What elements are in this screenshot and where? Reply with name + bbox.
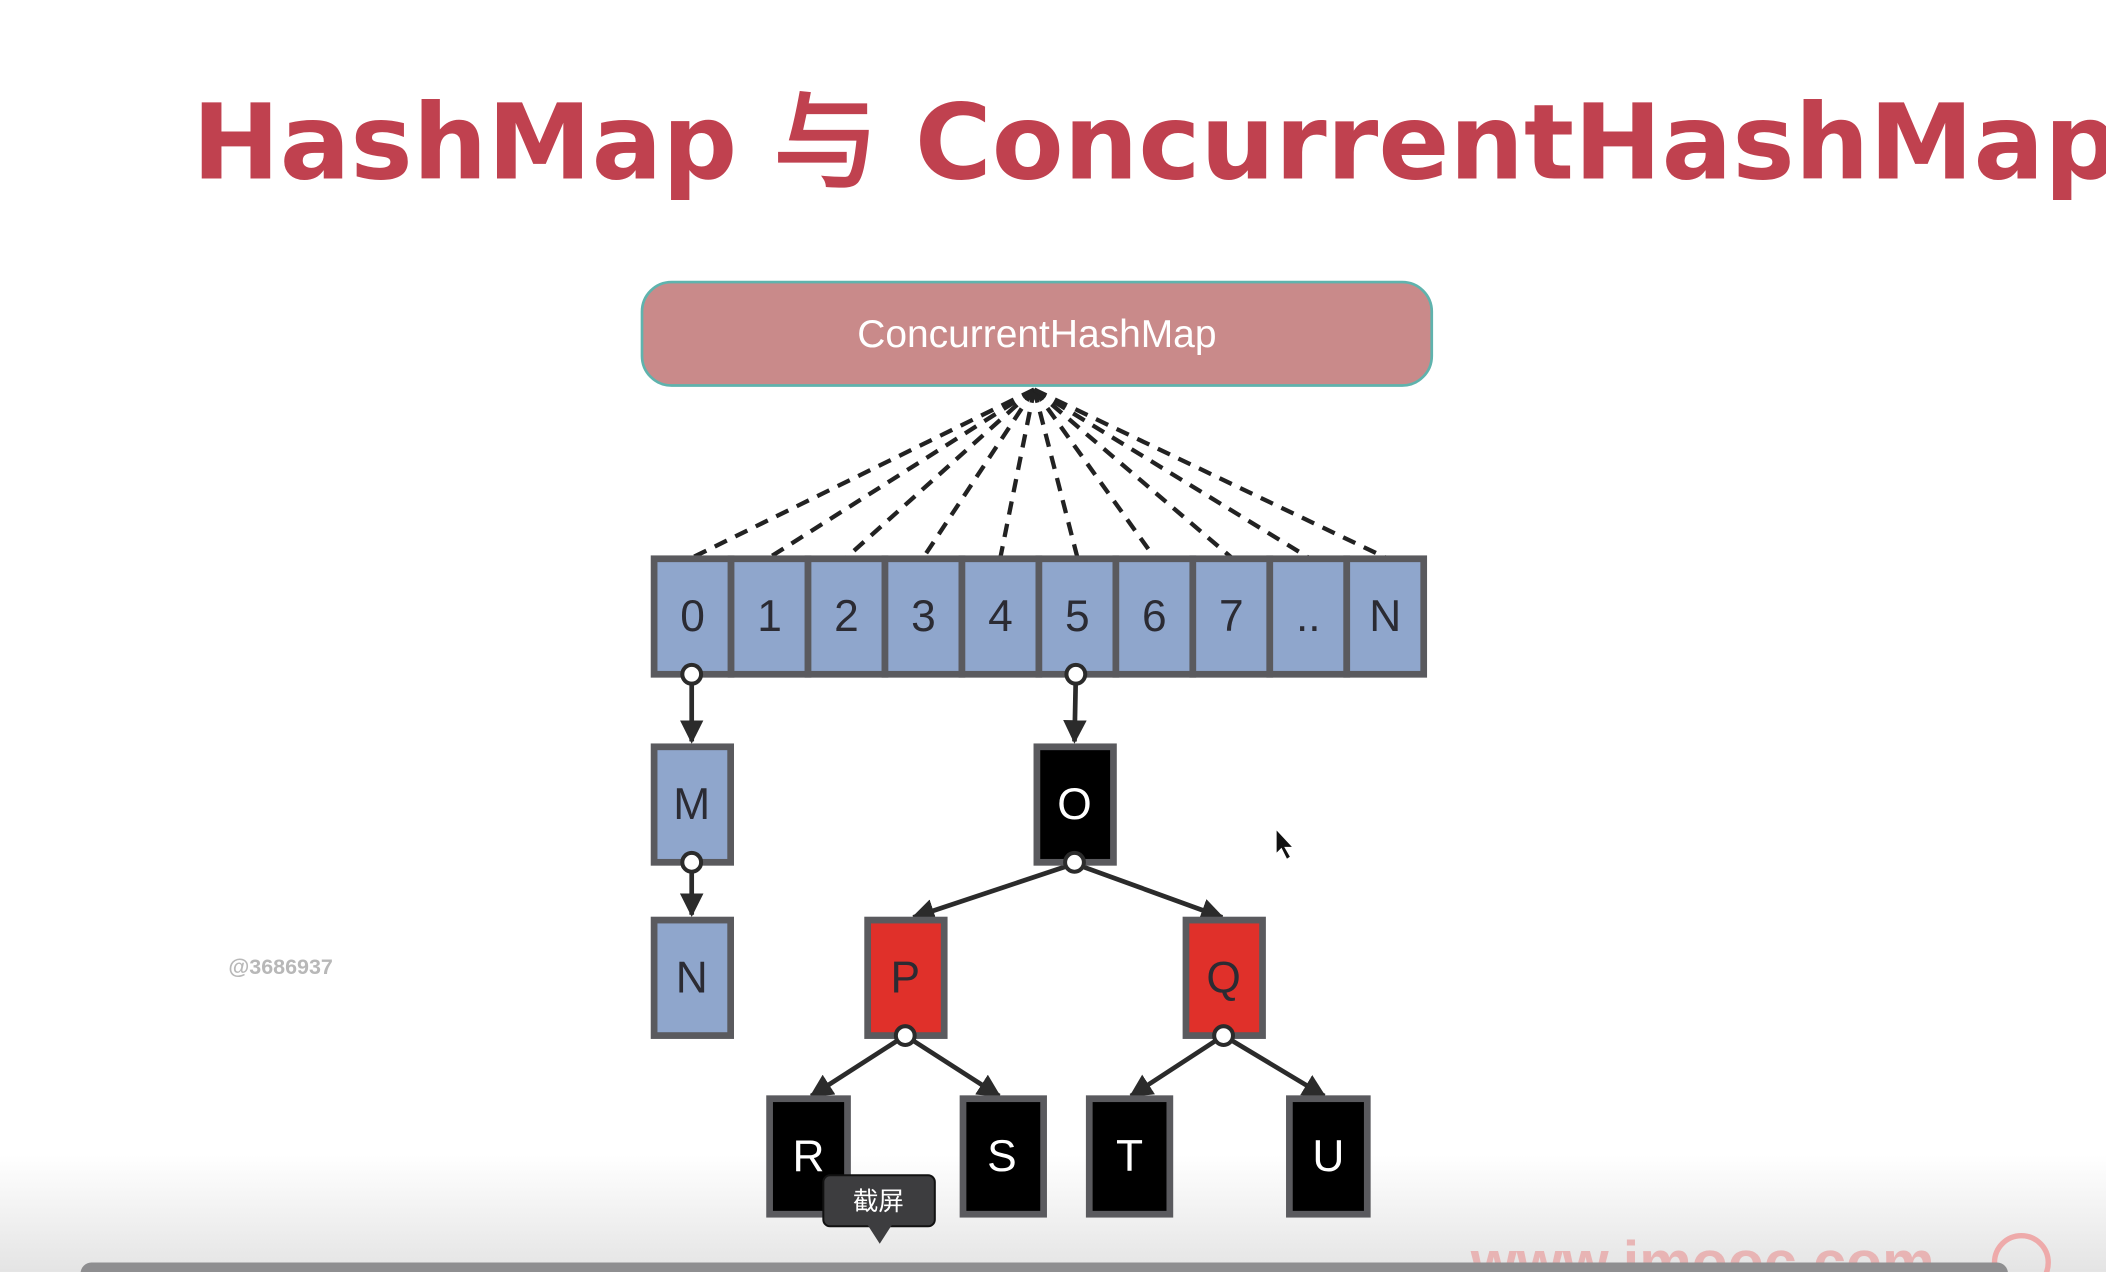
bucket-index: 3	[911, 592, 936, 641]
bucket-cell: 3	[881, 555, 966, 678]
slide-title: HashMap 与 ConcurrentHashMap	[192, 82, 2106, 204]
link-rings	[680, 662, 1235, 1047]
bucket-array: 0 1 2 3 4 5 6 7.. N	[650, 555, 1428, 678]
bucket-index: ..	[1296, 592, 1321, 641]
segment-links	[691, 387, 1387, 560]
bucket-index: 2	[834, 592, 859, 641]
segment-link	[1033, 387, 1387, 560]
segment-link	[1032, 387, 1233, 560]
bucket-cell: 4	[958, 555, 1043, 678]
tree-node-s: S	[959, 1095, 1047, 1218]
chain-node-n: N	[650, 916, 735, 1039]
bucket-cell: 7	[1189, 555, 1274, 678]
bucket-cell: 0	[650, 555, 735, 678]
screenshot-tooltip: 截屏	[822, 1174, 936, 1244]
bucket-cell: 6	[1112, 555, 1197, 678]
tree-node-r: R	[766, 1095, 851, 1218]
svg-text:N: N	[676, 953, 708, 1002]
segment-link	[845, 387, 1036, 560]
bucket-index: 0	[680, 592, 705, 641]
segment-link	[768, 387, 1036, 560]
bucket-cell: 1	[727, 555, 812, 678]
chain-node-m: M	[650, 743, 735, 866]
segment-link	[998, 389, 1037, 558]
bucket-index: 4	[988, 592, 1013, 641]
svg-text:T: T	[1116, 1132, 1143, 1181]
svg-text:P: P	[890, 953, 920, 1002]
segment-link	[1033, 387, 1310, 560]
root-box: ConcurrentHashMap	[640, 280, 1434, 387]
svg-text:R: R	[793, 1132, 825, 1181]
bucket-index: 5	[1065, 592, 1090, 641]
tree-node-t: T	[1085, 1095, 1174, 1218]
bucket-cell: 5	[1035, 555, 1120, 678]
root-label: ConcurrentHashMap	[857, 313, 1216, 356]
segment-link	[691, 387, 1036, 560]
tree-node-q: Q	[1182, 916, 1266, 1039]
segment-link	[1032, 389, 1080, 558]
player-control-bar[interactable]	[80, 1262, 2008, 1272]
bucket-index: 1	[757, 592, 782, 641]
mouse-cursor-icon	[1275, 827, 1295, 861]
svg-text:Q: Q	[1206, 953, 1240, 1002]
svg-text:O: O	[1057, 780, 1091, 829]
bucket-cell: 2	[804, 555, 889, 678]
bucket-cell: ..	[1266, 555, 1351, 678]
svg-text:S: S	[987, 1132, 1017, 1181]
tree-node-o: O	[1033, 743, 1117, 866]
bucket-index: N	[1369, 592, 1401, 641]
links	[679, 675, 1327, 1099]
tree-node-u: U	[1286, 1095, 1371, 1218]
tooltip-label: 截屏	[853, 1187, 904, 1217]
segment-link	[921, 388, 1036, 559]
user-watermark: @3686937	[228, 955, 333, 979]
bucket-index: 7	[1219, 592, 1244, 641]
bottom-shade	[0, 1155, 2106, 1272]
bucket-index: 6	[1142, 592, 1167, 641]
segment-link	[1032, 388, 1157, 559]
tree-node-p: P	[864, 916, 948, 1039]
svg-text:U: U	[1312, 1132, 1344, 1181]
svg-text:M: M	[673, 780, 710, 829]
bucket-cell: N	[1343, 555, 1428, 678]
